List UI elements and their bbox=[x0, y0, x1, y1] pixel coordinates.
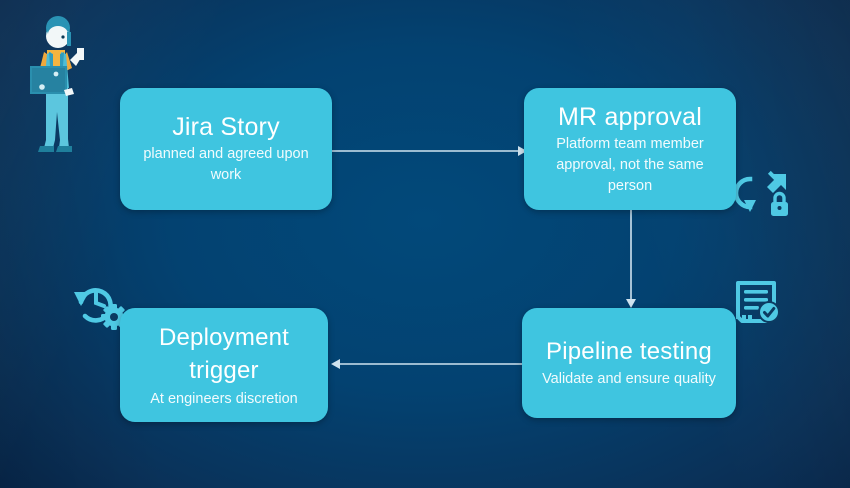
connector-jira-to-mr-approval bbox=[330, 140, 530, 162]
clock-history-gear-icon bbox=[72, 280, 128, 330]
node-title: Jira Story bbox=[172, 113, 280, 141]
node-title: Pipeline testing bbox=[546, 337, 712, 365]
connector-pipeline-testing-to-deployment-trigger bbox=[328, 353, 528, 375]
node-title: MR approval bbox=[558, 102, 702, 131]
node-subtitle: Validate and ensure quality bbox=[542, 370, 716, 387]
node-pipeline-testing[interactable]: Pipeline testing Validate and ensure qua… bbox=[522, 308, 736, 418]
node-subtitle: Platform team member approval, not the s… bbox=[556, 135, 704, 194]
node-subtitle: At engineers discretion bbox=[150, 390, 298, 407]
node-subtitle: planned and agreed upon work bbox=[143, 146, 309, 183]
node-title: Deployment trigger bbox=[158, 323, 290, 384]
node-mr-approval[interactable]: MR approval Platform team member approva… bbox=[524, 88, 736, 210]
sync-arrows-lock-icon bbox=[734, 170, 792, 222]
document-checkmark-icon bbox=[730, 279, 786, 327]
connector-mr-approval-to-pipeline-testing bbox=[620, 206, 642, 312]
node-jira-story[interactable]: Jira Story planned and agreed upon work bbox=[120, 88, 332, 210]
person-with-laptop-illustration bbox=[20, 8, 92, 158]
node-deployment-trigger[interactable]: Deployment trigger At engineers discreti… bbox=[120, 308, 328, 422]
